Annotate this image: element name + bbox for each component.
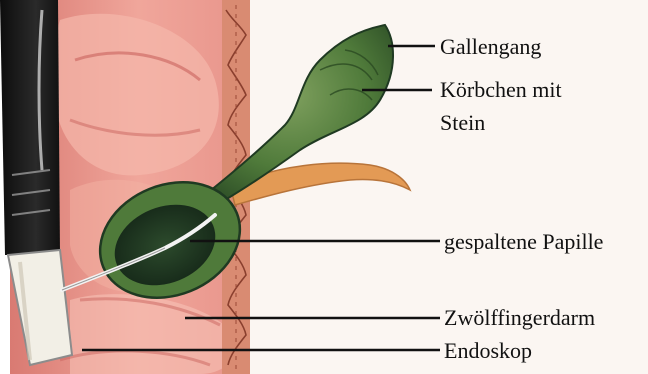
label-papilla: gespaltene Papille — [444, 229, 603, 254]
label-basket-line2: Stein — [440, 110, 485, 135]
label-basket-line1: Körbchen mit — [440, 77, 562, 102]
label-duodenum: Zwölffingerdarm — [444, 305, 595, 330]
label-endoscope: Endoskop — [444, 338, 532, 363]
label-bile-duct: Gallengang — [440, 34, 541, 59]
